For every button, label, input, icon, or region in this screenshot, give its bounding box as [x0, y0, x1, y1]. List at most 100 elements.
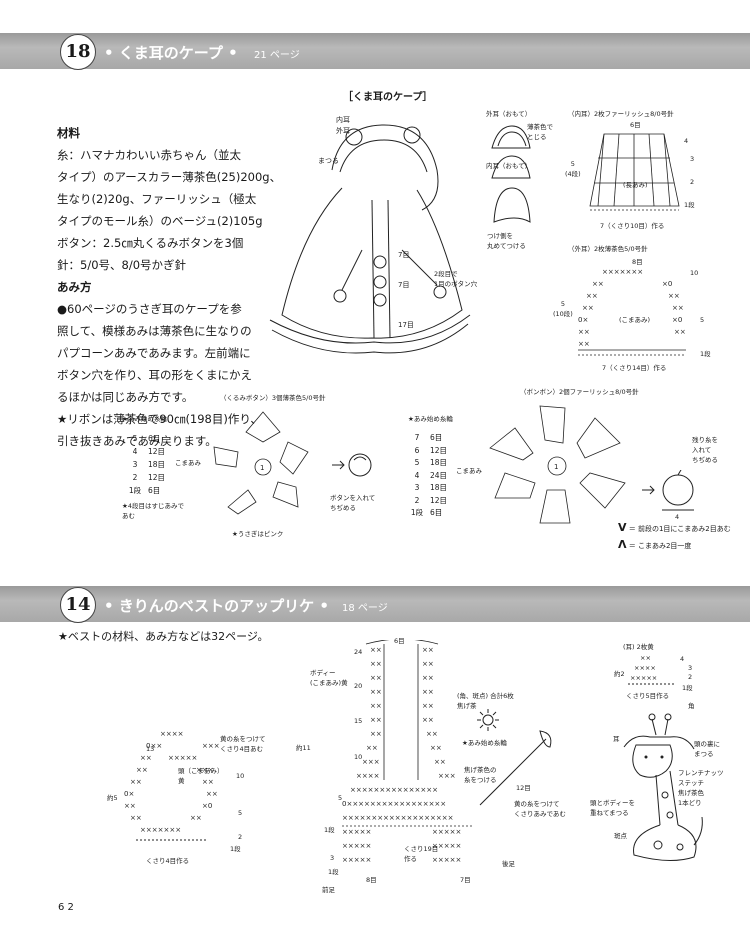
pompon-size: 4	[675, 513, 680, 521]
body-tail-note: 焦げ茶色の 糸をつける	[464, 766, 497, 784]
body-label: ボディー (こまあみ)黄	[310, 669, 348, 687]
svg-text:××: ××	[370, 688, 382, 696]
outer-ear-row: 5	[700, 316, 705, 324]
svg-text:××: ××	[582, 304, 594, 312]
body-top: 6目	[394, 637, 405, 645]
svg-text:××: ××	[430, 744, 442, 752]
ear-label-light-brown: 薄茶色で とじる	[527, 123, 553, 141]
svg-text:××: ××	[130, 814, 142, 822]
svg-text:××: ××	[578, 328, 590, 336]
body-row: 20	[354, 682, 363, 690]
svg-text:××: ××	[672, 304, 684, 312]
outer-ear-row: 10	[690, 269, 699, 277]
svg-text:××: ××	[422, 716, 434, 724]
svg-text:××: ××	[370, 660, 382, 668]
cape-label-buttonhole: 2段目で 1目のボタン穴	[434, 270, 478, 288]
svg-text:××: ××	[668, 292, 680, 300]
method-line: ボタン穴を作り、耳の形をくまにかえ	[57, 368, 253, 382]
section-header-18	[0, 33, 750, 69]
inner-ear-top: 6目	[630, 121, 641, 129]
cape-label-7-rows-b: 7目	[398, 281, 409, 289]
button-note: ★4段目はすじあみで あむ	[122, 502, 184, 520]
svg-text:××: ××	[640, 654, 651, 662]
body-row: 1段	[328, 868, 339, 876]
svg-text:××: ××	[674, 328, 686, 336]
method-line: 引き抜きあみであみ戻ります。	[57, 434, 217, 448]
method-line: 照して、模様あみは薄茶色に生なりの	[57, 324, 252, 338]
section-number-14: 14	[60, 587, 96, 623]
svg-text:××××: ××××	[356, 772, 379, 780]
giraffe-label-under-ear: 頭の裏に まつる	[694, 740, 720, 758]
cape-label-17-rows: 17目	[398, 321, 414, 329]
svg-text:××: ××	[124, 802, 136, 810]
button-rabbit-note: ★うさぎはピンク	[232, 530, 284, 538]
body-row: 3	[330, 854, 335, 862]
svg-text:×××××××: ×××××××	[140, 826, 181, 834]
giraffe-illustration	[623, 713, 703, 861]
svg-text:××: ××	[578, 340, 590, 348]
svg-text:×××××: ×××××	[168, 754, 197, 762]
giraffe-ear-row: 1段	[682, 684, 693, 692]
body-chart: ×××× ×××× ×××× ×××× ×××× ×××× ×××× ×××× …	[342, 640, 472, 864]
svg-text:××: ××	[202, 778, 214, 786]
materials-line: 糸：ハマナカわいい赤ちゃん（並太	[57, 148, 241, 162]
body-row: 24	[354, 648, 363, 656]
materials-heading: 材料	[57, 126, 80, 140]
body-left-leg: 前足	[322, 886, 335, 894]
body-row: 5	[338, 794, 343, 802]
materials-line: ボタン：2.5㎝丸くるみボタンを3個	[57, 236, 244, 250]
figure-title: ［くま耳のケープ］	[343, 92, 433, 103]
body-right-leg: 後足	[502, 860, 515, 868]
head-chain: くさり4目作る	[146, 857, 190, 865]
giraffe-label-horn: 角	[688, 702, 695, 710]
giraffe-label-ear: 耳	[613, 735, 620, 743]
body-size: 約11	[296, 744, 311, 752]
body-leg-width-right: 7目	[460, 876, 471, 884]
svg-text:×××: ×××	[202, 742, 220, 750]
outer-ear-chain: 7（くさり14目）作る	[602, 364, 667, 372]
svg-text:××: ××	[206, 790, 218, 798]
inner-ear-row: 1段	[684, 201, 695, 209]
head-chart: ×××× 0××××× ××××××× ××××× ×××× 0××× ×××0…	[124, 730, 220, 841]
ear-label-inner-front: 内耳（おもて）	[486, 162, 532, 170]
button-finish-sketch	[332, 453, 372, 477]
method-line: ●60ページのうさぎ耳のケープを参	[57, 302, 242, 316]
inner-ear-title: （内耳）2枚ファーリッシュ8/0号針	[568, 110, 674, 118]
method-line: ★リボンは薄茶色で90㎝(198目)作り、	[57, 412, 262, 426]
legend-decrease: Λ ＝ こまあみ2目一度	[618, 538, 692, 551]
button-start: ★あみ始め糸輪	[122, 415, 167, 423]
svg-text:×0: ×0	[202, 802, 212, 810]
svg-text:×××××××: ×××××××	[602, 268, 643, 276]
svg-text:0×: 0×	[124, 790, 134, 798]
svg-text:××: ××	[136, 766, 148, 774]
svg-text:×××××: ×××××	[342, 842, 371, 850]
inner-ear-chart	[589, 133, 680, 211]
method-line: パプコーンあみであみます。左前端に	[57, 346, 251, 360]
svg-text:×××××: ×××××	[432, 856, 461, 864]
button-stitch: こまあみ	[175, 459, 201, 467]
svg-text:×××: ×××	[196, 766, 214, 774]
section-header-14	[0, 586, 750, 622]
svg-text:××: ××	[422, 660, 434, 668]
head-row: 5	[238, 809, 243, 817]
spots-title: (角、斑点) 合計6枚 焦げ茶	[457, 692, 514, 710]
giraffe-label-french-knot: フレンチナッツ ステッチ 焦げ茶色 1本どり	[678, 769, 724, 807]
body-row: 1段	[324, 826, 335, 834]
giraffe-label-spot: 斑点	[614, 832, 627, 840]
svg-text:×××: ×××	[438, 772, 456, 780]
method-line: るほかは同じあみ方です。	[57, 390, 194, 404]
svg-text:1: 1	[554, 463, 558, 471]
section-page-ref-14: 18 ページ	[342, 603, 388, 614]
svg-text:×××××: ×××××	[342, 828, 371, 836]
svg-text:×××××: ×××××	[630, 674, 657, 682]
giraffe-ear-size: 約2	[614, 670, 625, 678]
svg-text:1: 1	[260, 464, 264, 472]
svg-text:××: ××	[366, 744, 378, 752]
